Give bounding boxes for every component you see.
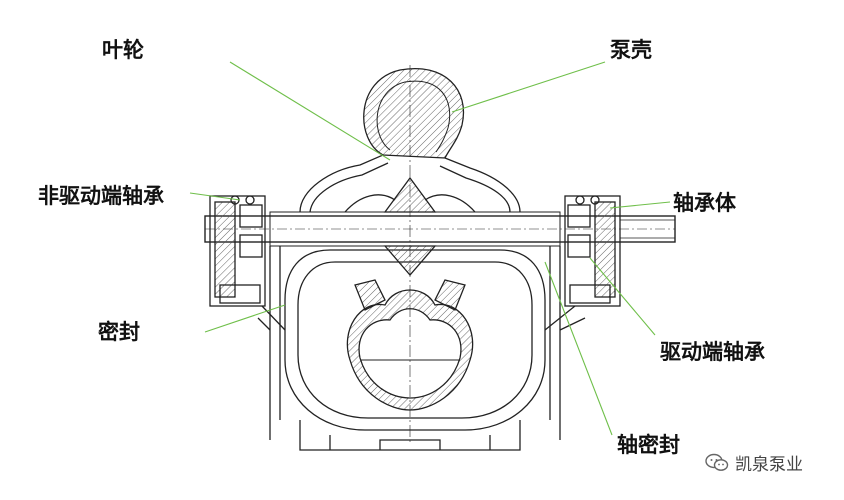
leader-seal <box>204 304 286 333</box>
leader-shaft-seal <box>544 261 613 436</box>
label-shaft-seal: 轴密封 <box>617 433 680 457</box>
leader-bearing-housing <box>609 201 671 209</box>
label-de-bearing: 驱动端轴承 <box>660 340 765 364</box>
upper-volute <box>363 68 465 159</box>
label-impeller: 叶轮 <box>102 38 144 62</box>
base-feet <box>299 420 521 451</box>
watermark-text: 凯泉泵业 <box>735 455 803 475</box>
wechat-icon <box>705 453 729 471</box>
leader-casing <box>451 61 606 113</box>
leader-de-bearing <box>589 257 656 336</box>
label-casing: 泵壳 <box>610 38 652 62</box>
label-bearing-housing: 轴承体 <box>673 191 736 215</box>
leader-impeller <box>229 61 391 161</box>
lower-casing <box>269 246 561 440</box>
left-bearing-housing <box>209 195 266 307</box>
pump-casing <box>204 65 676 451</box>
label-seal: 密封 <box>98 320 140 344</box>
watermark: 凯泉泵业 <box>705 450 803 475</box>
upper-casing <box>299 154 521 213</box>
leader-lines <box>189 61 671 436</box>
right-bearing-housing <box>564 195 621 307</box>
leader-nde-bearing <box>189 192 241 201</box>
label-nde-bearing: 非驱动端轴承 <box>38 184 164 208</box>
